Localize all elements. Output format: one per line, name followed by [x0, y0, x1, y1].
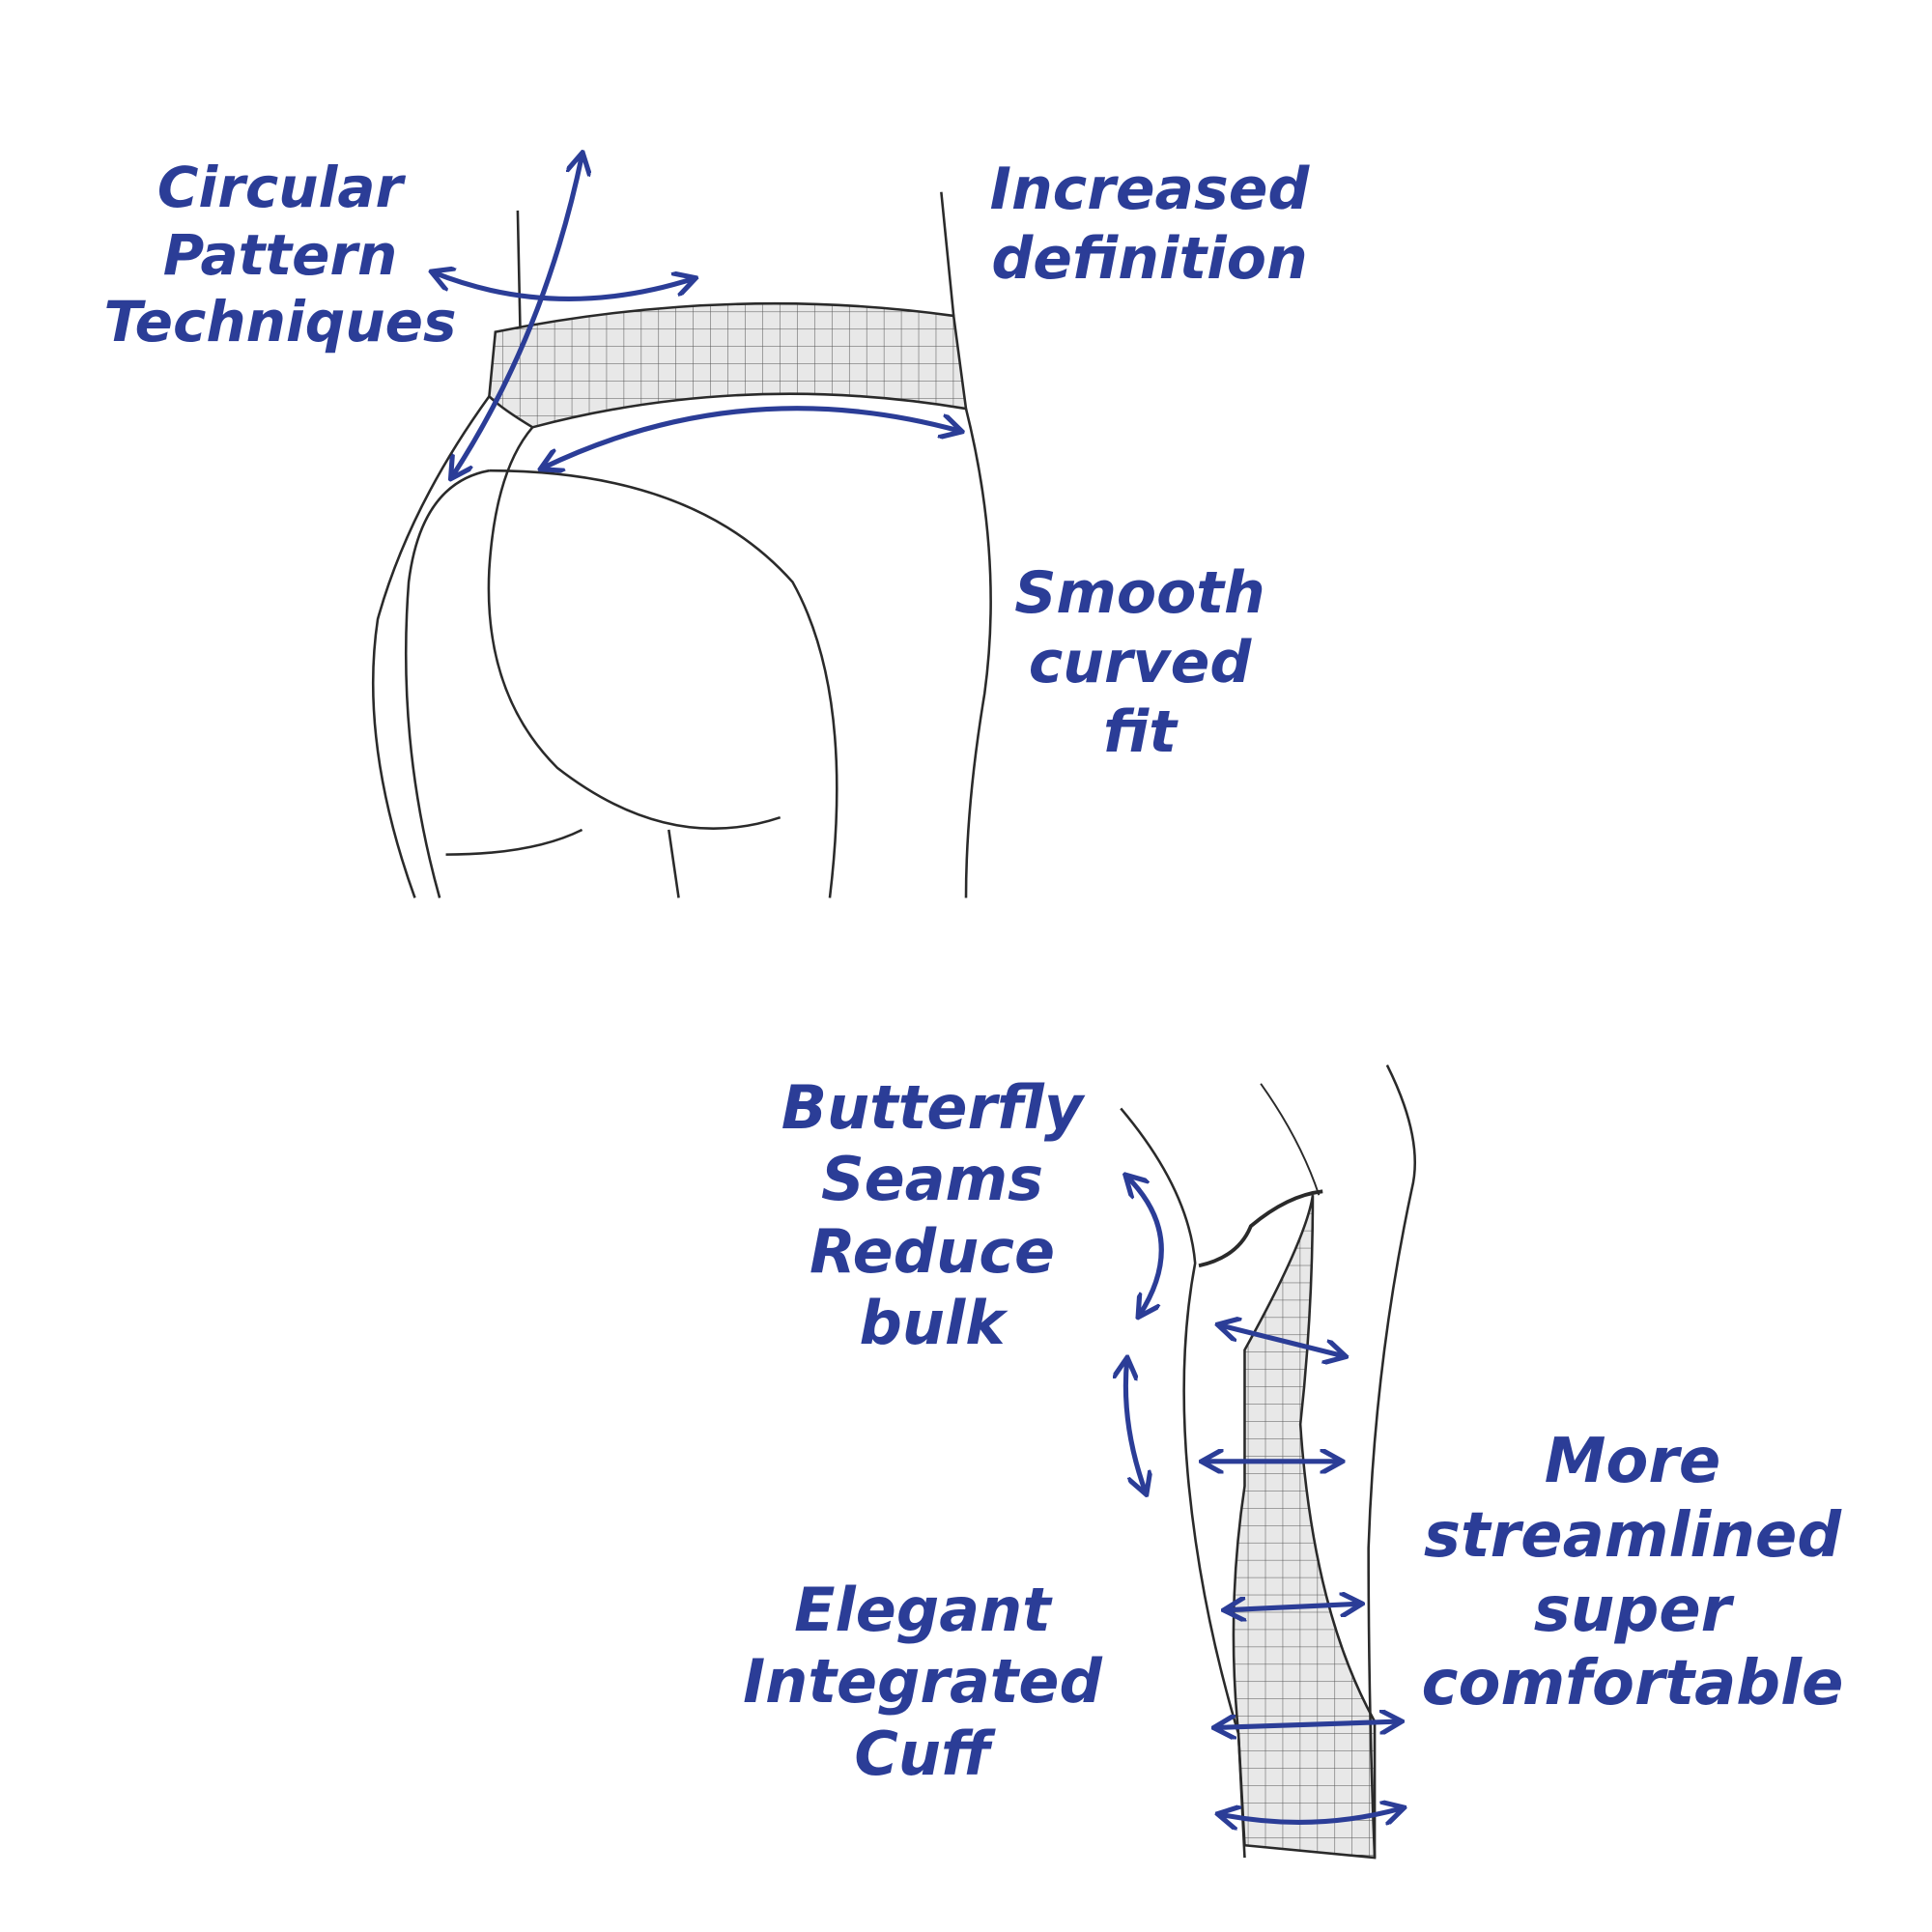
label-line: comfortable: [1421, 1648, 1844, 1720]
inner-left-line: [404, 469, 490, 898]
label-line: Butterfly: [781, 1072, 1084, 1143]
label-line: Circular: [156, 155, 404, 220]
label-increased-definition: Increased definition: [976, 155, 1323, 294]
hip-arrows: [434, 155, 960, 476]
label-line: definition: [991, 225, 1308, 293]
vertical-arrow: [452, 155, 582, 476]
label-butterfly-seams: Butterfly Seams Reduce bulk: [763, 1072, 1101, 1360]
label-line: super: [1533, 1574, 1732, 1646]
label-line: Seams: [820, 1144, 1044, 1215]
butterfly-seam: [1198, 1189, 1323, 1268]
label-line: fit: [1103, 698, 1177, 766]
label-line: More: [1544, 1426, 1721, 1497]
circular-arrow: [434, 272, 694, 301]
buttock-lower: [489, 469, 838, 898]
cuff-mesh: [1232, 1194, 1377, 1860]
label-line: Cuff: [854, 1718, 991, 1789]
label-line: Techniques: [103, 289, 457, 355]
waistband-mesh: [488, 301, 968, 429]
label-line: streamlined: [1423, 1499, 1842, 1572]
label-line: Increased: [989, 156, 1310, 223]
label-line: Integrated: [743, 1646, 1102, 1718]
label-circular-pattern: Circular Pattern Techniques: [97, 155, 464, 356]
buttock-curve: [487, 426, 781, 830]
label-line: bulk: [859, 1288, 1006, 1359]
label-line: Pattern: [162, 221, 398, 288]
label-line: Smooth: [1014, 559, 1265, 627]
hip-figure: [371, 191, 992, 898]
leg-arrows: [1125, 1177, 1402, 1822]
label-line: Elegant: [794, 1575, 1051, 1645]
leg-left-outline: [1120, 1107, 1246, 1859]
right-outline: [940, 191, 992, 898]
label-line: curved: [1028, 629, 1252, 696]
label-integrated-cuff: Elegant Integrated Cuff: [734, 1575, 1111, 1790]
label-smooth-fit: Smooth curved fit: [1005, 558, 1275, 767]
definition-arrow: [543, 406, 960, 469]
label-line: Reduce: [809, 1215, 1056, 1287]
label-streamlined: More streamlined super comfortable: [1420, 1425, 1845, 1721]
